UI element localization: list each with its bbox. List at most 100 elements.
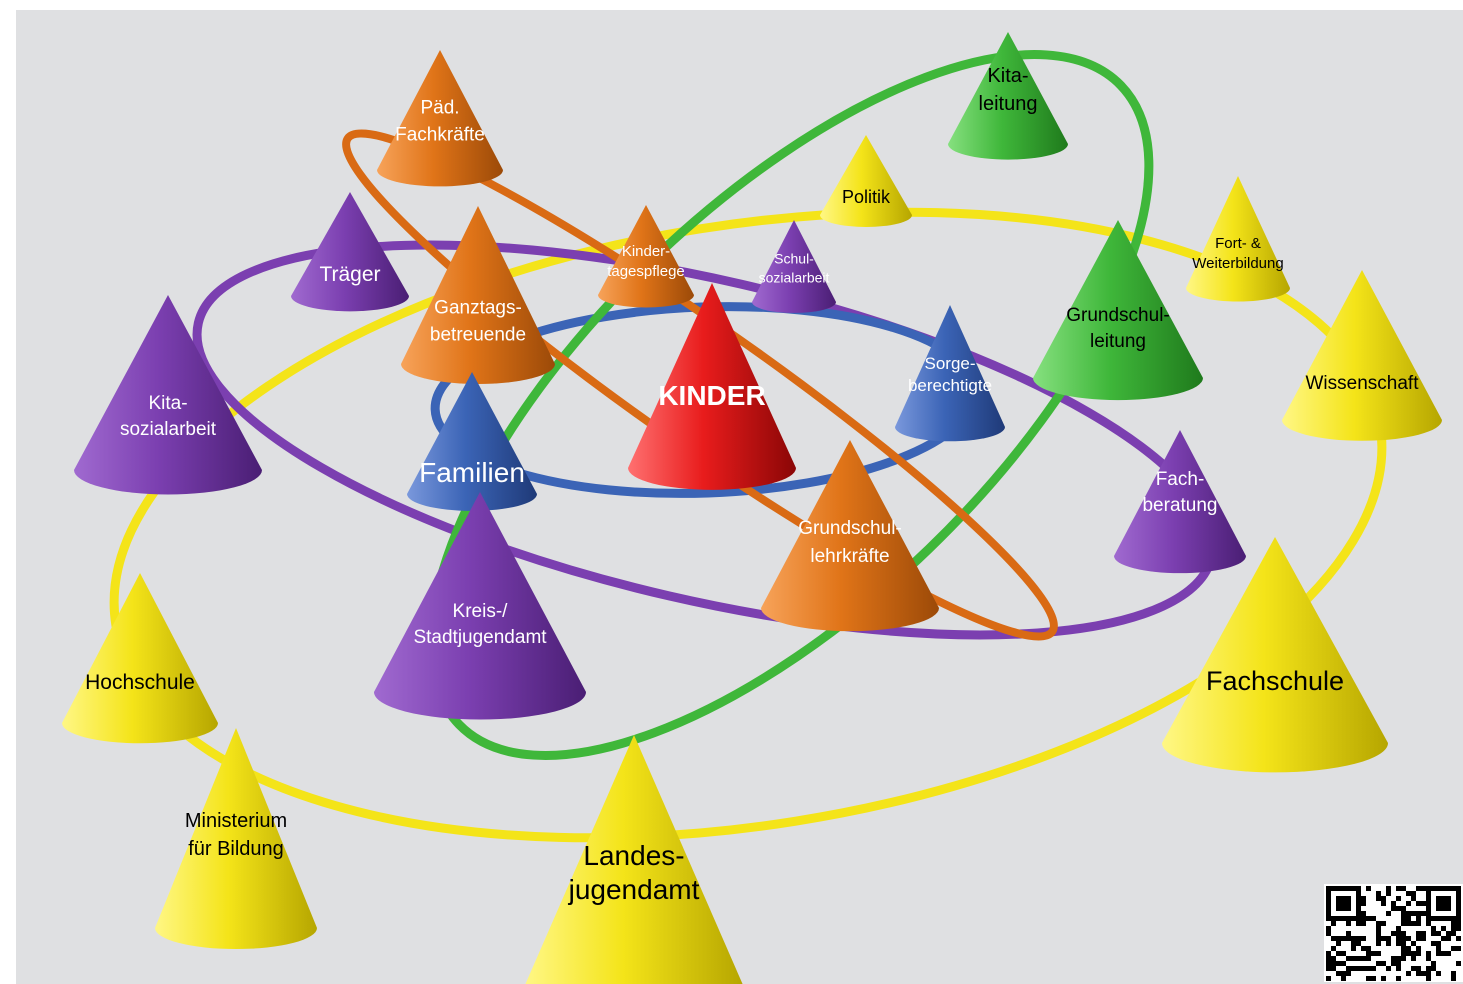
qr-module xyxy=(1346,931,1351,936)
qr-module xyxy=(1401,951,1406,956)
qr-module xyxy=(1356,966,1361,971)
cone-label: Sorge-berechtigte xyxy=(908,354,992,395)
qr-module xyxy=(1376,926,1381,931)
qr-module xyxy=(1431,916,1436,921)
qr-module xyxy=(1401,921,1406,926)
qr-module xyxy=(1376,931,1381,936)
qr-module xyxy=(1326,901,1331,906)
cone-body xyxy=(948,32,1068,160)
cone-body xyxy=(1114,430,1246,574)
qr-module xyxy=(1326,966,1331,971)
qr-module xyxy=(1401,931,1406,936)
qr-module xyxy=(1376,961,1381,966)
qr-module xyxy=(1456,926,1461,931)
qr-module xyxy=(1436,941,1441,946)
qr-module xyxy=(1366,951,1371,956)
qr-module xyxy=(1391,901,1396,906)
qr-module xyxy=(1341,936,1346,941)
qr-module xyxy=(1416,901,1421,906)
qr-module xyxy=(1411,966,1416,971)
qr-module xyxy=(1356,941,1361,946)
qr-module xyxy=(1381,976,1386,981)
qr-module xyxy=(1326,951,1331,956)
qr-module xyxy=(1451,946,1456,951)
qr-module xyxy=(1426,951,1431,956)
qr-module xyxy=(1396,931,1401,936)
cone-label: Hochschule xyxy=(85,671,195,694)
qr-module xyxy=(1401,941,1406,946)
qr-module xyxy=(1456,896,1461,901)
qr-module xyxy=(1401,946,1406,951)
cone-body xyxy=(895,305,1005,442)
qr-module xyxy=(1446,896,1451,901)
qr-module xyxy=(1416,936,1421,941)
cone-body xyxy=(291,192,409,312)
qr-module xyxy=(1326,916,1331,921)
qr-module xyxy=(1426,906,1431,911)
qr-module xyxy=(1421,911,1426,916)
qr-module xyxy=(1346,901,1351,906)
qr-module xyxy=(1416,951,1421,956)
qr-module xyxy=(1341,971,1346,976)
qr-module xyxy=(1416,911,1421,916)
cone-label: Politik xyxy=(842,187,891,207)
cone-body xyxy=(377,50,503,187)
qr-module xyxy=(1376,936,1381,941)
qr-module xyxy=(1456,946,1461,951)
cone-schulsozialarbeit: Schul-sozialarbeit xyxy=(752,220,836,313)
cone-label: Träger xyxy=(319,263,380,286)
qr-module xyxy=(1386,911,1391,916)
qr-module xyxy=(1451,886,1456,891)
cone-kinder: KINDER xyxy=(628,283,796,490)
qr-module xyxy=(1386,936,1391,941)
cone-body xyxy=(1186,176,1290,302)
qr-module xyxy=(1436,886,1441,891)
qr-module xyxy=(1401,886,1406,891)
cone-body xyxy=(155,728,317,950)
cone-fachschule: Fachschule xyxy=(1162,537,1388,773)
qr-module xyxy=(1396,926,1401,931)
qr-module xyxy=(1326,961,1331,966)
cone-body xyxy=(407,372,537,511)
qr-module xyxy=(1326,911,1331,916)
qr-module xyxy=(1336,916,1341,921)
qr-module xyxy=(1341,916,1346,921)
qr-module xyxy=(1391,961,1396,966)
qr-module xyxy=(1391,956,1396,961)
cone-traeger: Träger xyxy=(291,192,409,312)
qr-module xyxy=(1426,896,1431,901)
qr-module xyxy=(1406,946,1411,951)
qr-module xyxy=(1356,901,1361,906)
qr-module xyxy=(1396,906,1401,911)
qr-module xyxy=(1386,941,1391,946)
qr-module xyxy=(1326,976,1331,981)
qr-module xyxy=(1356,891,1361,896)
cone-kreis-stadtjugendamt: Kreis-/Stadtjugendamt xyxy=(374,492,586,720)
qr-module xyxy=(1381,936,1386,941)
qr-module xyxy=(1361,921,1366,926)
cone-familien: Familien xyxy=(407,372,537,511)
qr-module xyxy=(1411,951,1416,956)
qr-module xyxy=(1416,931,1421,936)
qr-module xyxy=(1336,896,1341,901)
qr-module xyxy=(1351,956,1356,961)
qr-module xyxy=(1431,941,1436,946)
qr-module xyxy=(1341,976,1346,981)
qr-module xyxy=(1381,901,1386,906)
qr-module xyxy=(1366,886,1371,891)
cone-ganztagsbetreuende: Ganztags-betreuende xyxy=(401,206,555,385)
qr-module xyxy=(1451,971,1456,976)
cone-body xyxy=(525,735,743,984)
qr-module xyxy=(1426,976,1431,981)
cone-body xyxy=(752,220,836,313)
qr-module xyxy=(1441,886,1446,891)
qr-module xyxy=(1411,891,1416,896)
qr-module xyxy=(1391,931,1396,936)
cone-kita-leitung: Kita-leitung xyxy=(948,32,1068,160)
qr-module xyxy=(1416,966,1421,971)
qr-module xyxy=(1381,896,1386,901)
qr-module xyxy=(1426,971,1431,976)
qr-module xyxy=(1346,886,1351,891)
qr-module xyxy=(1341,901,1346,906)
cone-body xyxy=(62,573,218,744)
